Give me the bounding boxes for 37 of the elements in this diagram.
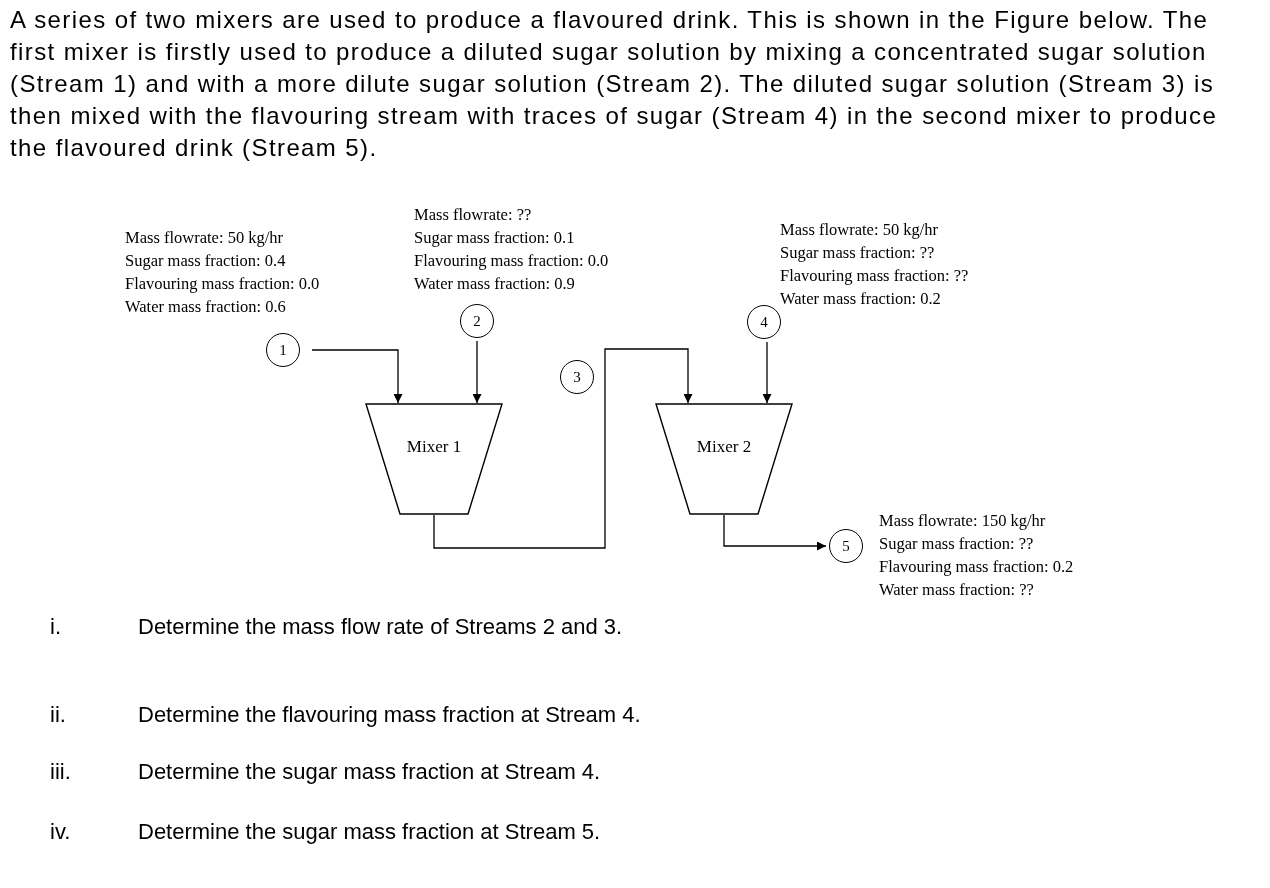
mixer-trapezoid: Mixer 2	[655, 403, 793, 515]
stream-data-text: Mass flowrate: 150 kg/hr	[879, 510, 1046, 532]
stream-data-text: Sugar mass fraction: ??	[879, 533, 1034, 555]
stream-data-text: Flavouring mass fraction: ??	[780, 265, 969, 287]
stream-data-text: Water mass fraction: ??	[879, 579, 1034, 601]
question-text: Determine the sugar mass fraction at Stream 4.	[138, 759, 601, 785]
flow-arrow	[311, 349, 403, 404]
stream-data-text: Sugar mass fraction: 0.1	[414, 227, 575, 249]
stream-data-text: Flavouring mass fraction: 0.2	[879, 556, 1074, 578]
question-numeral: iv.	[50, 819, 71, 845]
mixer-trapezoid: Mixer 1	[365, 403, 503, 515]
flow-arrow	[723, 514, 827, 551]
stream-data-text: Sugar mass fraction: 0.4	[125, 250, 286, 272]
stream-data-text: Mass flowrate: 50 kg/hr	[125, 227, 284, 249]
flow-arrow	[762, 341, 772, 404]
question-text: Determine the flavouring mass fraction at Stream 4.	[138, 702, 641, 728]
question-paragraph: A series of two mixers are used to produce a flavoured drink. This is shown in the Figure below. The first mixer is firstly used to produce a diluted sugar solution by mixing a concentrated sugar solution (Stream 1) and with a more dilute sugar solution (Stream 2). The diluted sugar solution (Stream 3) is then mixed with the flavouring stream with traces of sugar (Stream 4) in the second mixer to produce the flavoured drink (Stream 5).	[10, 5, 1219, 163]
stream-data-text: Water mass fraction: 0.9	[414, 273, 575, 295]
stream-data-text: Flavouring mass fraction: 0.0	[414, 250, 609, 272]
stream-data-text: Mass flowrate: 50 kg/hr	[780, 219, 939, 241]
question-numeral: iii.	[50, 759, 71, 785]
stream-number-circle: 1	[266, 333, 300, 367]
stream-number-circle: 2	[460, 304, 494, 338]
question-numeral: ii.	[50, 702, 66, 728]
stream-data-text: Flavouring mass fraction: 0.0	[125, 273, 320, 295]
stream-data-text: Mass flowrate: ??	[414, 204, 532, 226]
stream-number-circle: 4	[747, 305, 781, 339]
question-numeral: i.	[50, 614, 61, 640]
stream-number-circle: 5	[829, 529, 863, 563]
flow-arrow	[433, 348, 693, 549]
question-text: Determine the mass flow rate of Streams 2 and 3.	[138, 614, 623, 640]
flow-arrow	[472, 340, 482, 404]
question-text: Determine the sugar mass fraction at Stream 5.	[138, 819, 601, 845]
stream-number-circle: 3	[560, 360, 594, 394]
stream-data-text: Sugar mass fraction: ??	[780, 242, 935, 264]
stream-data-text: Water mass fraction: 0.6	[125, 296, 286, 318]
stream-data-text: Water mass fraction: 0.2	[780, 288, 941, 310]
